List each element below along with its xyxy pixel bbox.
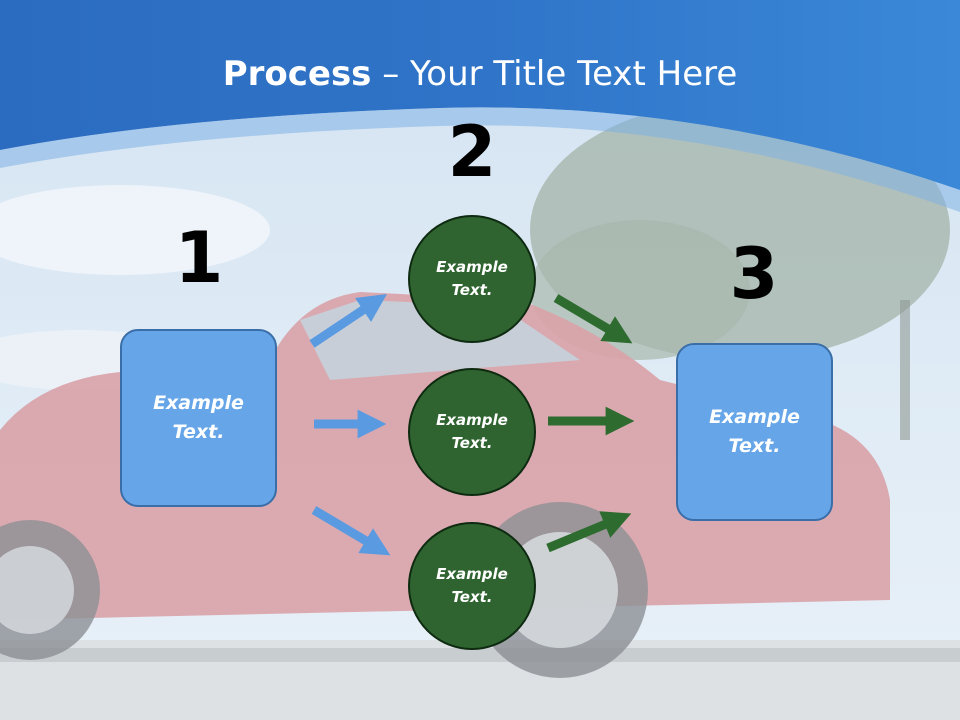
step-number-3: 3 (729, 233, 779, 315)
title-bold-part: Process (222, 54, 372, 94)
circle-middle-text: Example Text. (436, 411, 508, 452)
step-circle-bottom: Example Text. (408, 522, 536, 650)
right-box-text: Example Text. (709, 406, 800, 457)
step-number-2: 2 (447, 111, 497, 193)
step-number-1: 1 (174, 217, 224, 299)
step-circle-middle: Example Text. (408, 368, 536, 496)
title-rest-part: – Your Title Text Here (371, 54, 738, 94)
step-circle-top: Example Text. (408, 215, 536, 343)
circle-bottom-text: Example Text. (436, 565, 508, 606)
right-process-box: Example Text. (676, 343, 833, 521)
slide-title: Process – Your Title Text Here (0, 52, 960, 96)
left-box-text: Example Text. (153, 392, 244, 443)
circle-top-text: Example Text. (436, 258, 508, 299)
left-process-box: Example Text. (120, 329, 277, 507)
